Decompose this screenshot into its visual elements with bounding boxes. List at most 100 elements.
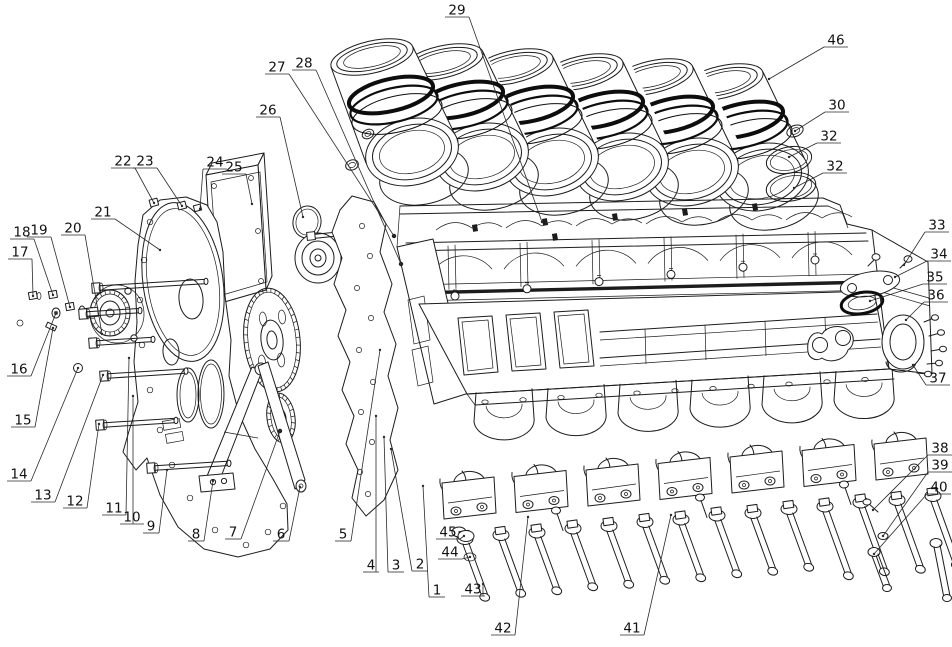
bearing-cap bbox=[511, 464, 569, 531]
callout-26: 26 bbox=[256, 103, 305, 219]
callout-34: 34 bbox=[893, 247, 951, 279]
bearing-saddle-webs bbox=[473, 366, 895, 441]
part-number-label: 15 bbox=[14, 413, 31, 429]
callout-12: 12 bbox=[63, 422, 101, 510]
bolt bbox=[88, 335, 156, 349]
main-bearing-bolt bbox=[672, 510, 707, 583]
oil-pump bbox=[78, 284, 145, 344]
callout-3: 3 bbox=[382, 435, 404, 574]
part-number-label: 32 bbox=[820, 129, 837, 145]
callout-32-30: 32 bbox=[787, 129, 841, 159]
callout-25: 25 bbox=[222, 160, 254, 206]
bearing-cap bbox=[871, 431, 929, 481]
callout-15: 15 bbox=[11, 326, 55, 429]
part-number-label: 44 bbox=[441, 545, 458, 561]
callout-4: 4 bbox=[363, 414, 379, 574]
part-number-label: 46 bbox=[827, 33, 844, 49]
callout-46: 46 bbox=[767, 33, 848, 81]
left-end-bolt-group bbox=[451, 526, 477, 562]
part-number-label: 13 bbox=[34, 488, 51, 504]
part-number-label: 35 bbox=[926, 270, 943, 286]
part-number-label: 25 bbox=[225, 160, 242, 176]
bearing-cap bbox=[799, 438, 857, 505]
callout-5: 5 bbox=[335, 348, 382, 543]
callout-17: 17 bbox=[8, 245, 35, 298]
bearing-web bbox=[689, 375, 751, 428]
callout-20: 20 bbox=[61, 221, 104, 336]
part-number-label: 16 bbox=[10, 362, 27, 378]
bearing-cap bbox=[439, 470, 497, 520]
part-number-label: 18 bbox=[13, 225, 30, 241]
support-bracket bbox=[198, 362, 268, 493]
bearing-cap bbox=[727, 444, 785, 494]
bolt bbox=[95, 416, 179, 431]
part-number-label: 39 bbox=[931, 458, 948, 474]
part-number-label: 37 bbox=[929, 371, 946, 387]
callout-19: 19 bbox=[27, 223, 72, 309]
part-number-label: 19 bbox=[30, 223, 47, 239]
part-number-label: 5 bbox=[339, 527, 348, 543]
part-number-label: 27 bbox=[268, 60, 285, 76]
part-number-label: 28 bbox=[295, 56, 312, 72]
bearing-cap bbox=[583, 457, 641, 507]
part-number-label: 10 bbox=[123, 510, 140, 526]
part-number-label: 30 bbox=[828, 98, 845, 114]
timing-gear-plate bbox=[331, 195, 399, 517]
bearing-web bbox=[473, 388, 535, 441]
timing-gear bbox=[243, 287, 301, 393]
main-bearing-bolt bbox=[780, 499, 815, 572]
callout-29: 29 bbox=[445, 3, 544, 224]
callout-16: 16 bbox=[7, 311, 58, 378]
part-number-label: 7 bbox=[229, 525, 238, 541]
main-bearing-bolt bbox=[816, 497, 854, 581]
bearing-web bbox=[761, 371, 823, 424]
main-bearing-bolt bbox=[492, 525, 527, 598]
part-number-label: 20 bbox=[64, 221, 81, 237]
front-cover-plate bbox=[122, 196, 289, 558]
main-bearing-bolt bbox=[564, 519, 599, 592]
part-number-label: 23 bbox=[136, 154, 153, 170]
part-number-label: 33 bbox=[928, 218, 945, 234]
callout-45: 45 bbox=[436, 525, 466, 541]
small-fasteners bbox=[16, 289, 83, 373]
bearing-cap bbox=[655, 451, 713, 518]
rear-seal-cover-assembly bbox=[839, 253, 947, 378]
part-number-label: 2 bbox=[416, 557, 425, 573]
tensioner-arm bbox=[257, 361, 307, 493]
rear-flange-plate bbox=[839, 270, 901, 298]
bearing-web bbox=[545, 384, 607, 437]
part-number-label: 6 bbox=[277, 527, 286, 543]
front-end-assembly bbox=[16, 152, 404, 558]
small-seal-rings bbox=[345, 128, 375, 171]
part-number-label: 32 bbox=[826, 159, 843, 175]
callout-8: 8 bbox=[188, 479, 215, 543]
part-number-label: 43 bbox=[464, 582, 481, 598]
callout-42: 42 bbox=[491, 515, 530, 637]
main-bearing-caps bbox=[439, 431, 929, 531]
part-number-label: 4 bbox=[367, 558, 376, 574]
callout-22: 22 bbox=[111, 154, 156, 205]
main-bearing-bolt bbox=[708, 506, 743, 579]
main-bearing-bolt bbox=[888, 490, 926, 574]
upright-seal-rings bbox=[176, 359, 225, 429]
part-number-label: 17 bbox=[11, 245, 28, 261]
part-number-label: 42 bbox=[494, 621, 511, 637]
part-number-label: 34 bbox=[930, 247, 947, 263]
main-bearing-bolt bbox=[600, 516, 635, 589]
part-number-label: 36 bbox=[927, 288, 944, 304]
callout-21: 21 bbox=[91, 205, 162, 252]
callout-39: 39 bbox=[881, 458, 952, 538]
callout-32-31: 32 bbox=[792, 159, 847, 190]
part-number-label: 9 bbox=[147, 519, 156, 535]
part-number-label: 29 bbox=[448, 3, 465, 19]
callout-11: 11 bbox=[102, 356, 131, 517]
callout-40: 40 bbox=[872, 480, 951, 556]
part-number-label: 40 bbox=[930, 480, 947, 496]
callout-6: 6 bbox=[273, 485, 302, 543]
part-number-label: 14 bbox=[10, 467, 27, 483]
callout-10: 10 bbox=[120, 394, 144, 526]
part-number-label: 41 bbox=[623, 621, 640, 637]
part-number-label: 24 bbox=[206, 155, 223, 171]
part-number-label: 22 bbox=[114, 154, 131, 170]
